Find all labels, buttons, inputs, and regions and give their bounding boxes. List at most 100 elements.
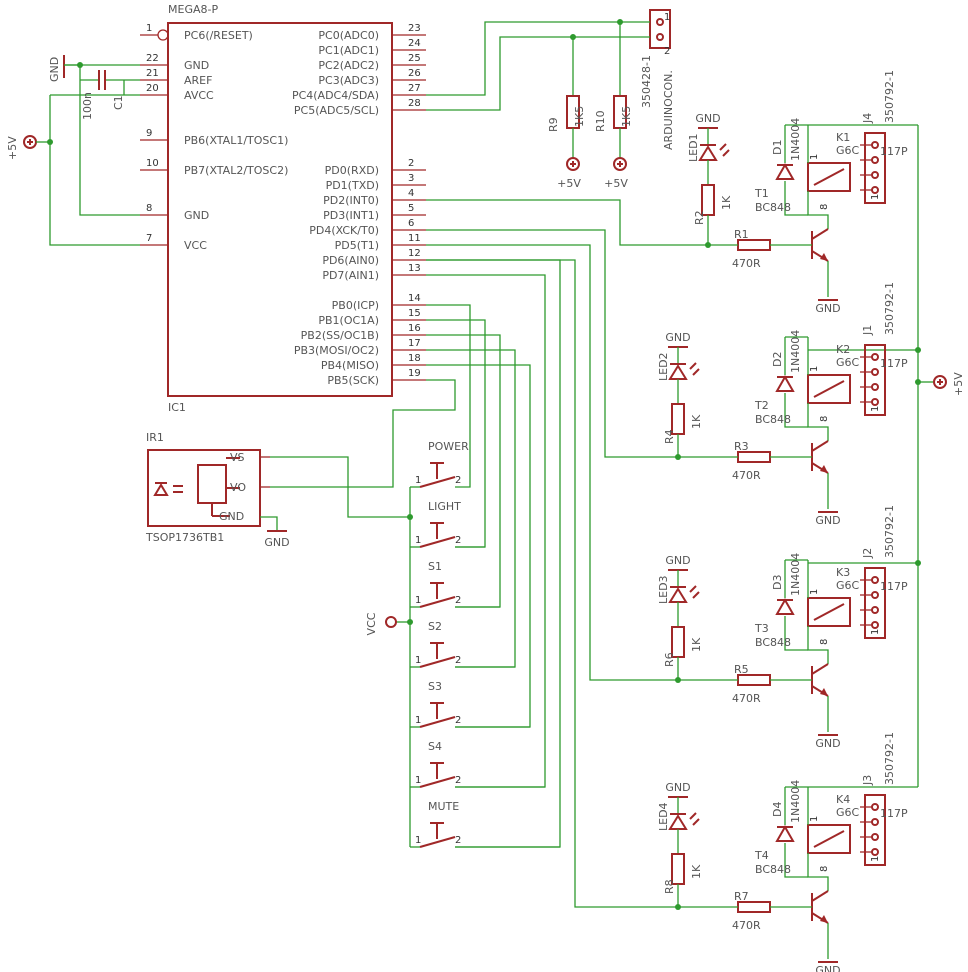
resistor-ref: R5 xyxy=(734,663,749,676)
resistor-body xyxy=(737,674,771,686)
pin-name: PB1(OC1A) xyxy=(318,314,379,327)
ic-ref: IC1 xyxy=(168,401,186,414)
pin-number: 2 xyxy=(455,715,461,726)
diode-ref: D3 xyxy=(771,575,784,590)
cap-ref: C1 xyxy=(112,95,125,110)
coil-pin: 8 xyxy=(819,204,830,210)
pin-name: AREF xyxy=(184,74,212,87)
pin-name: PB6(XTAL1/TOSC1) xyxy=(184,134,288,147)
gnd-label: GND xyxy=(815,514,840,527)
pin-number: 7 xyxy=(146,233,152,244)
pin-number: 25 xyxy=(408,53,421,64)
pin-number: 2 xyxy=(455,595,461,606)
pin-number: 12 xyxy=(408,248,421,259)
supply-symbol xyxy=(613,157,627,171)
resistor-value: 1K5 xyxy=(620,106,633,127)
pin-name: GND xyxy=(184,209,209,222)
resistor-ref: R10 xyxy=(594,110,607,132)
switch-label: S2 xyxy=(428,620,442,633)
coil-pin: 1 xyxy=(809,816,820,822)
diode-value: 1N4004 xyxy=(789,553,802,596)
diode-D3: D3 1N4004 xyxy=(771,553,808,651)
gnd-label: GND xyxy=(264,536,289,549)
pin-number: 1 xyxy=(664,12,670,23)
pin-number: 20 xyxy=(146,83,159,94)
junction-dot xyxy=(915,347,921,353)
gnd-label: GND xyxy=(695,112,720,125)
p5v-label: +5V xyxy=(6,136,19,160)
relay-ref: K2 xyxy=(836,343,850,356)
diode-value: 1N4004 xyxy=(789,780,802,823)
pin-number: 27 xyxy=(408,83,421,94)
transistor-ref: T3 xyxy=(754,622,769,635)
gnd-label: GND xyxy=(815,302,840,315)
pin-name: PD7(AIN1) xyxy=(322,269,379,282)
pin-number: 1 xyxy=(870,406,881,412)
relay-value: G6C xyxy=(836,356,860,369)
pin-name: PD1(TXD) xyxy=(326,179,379,192)
pin-number: 1 xyxy=(870,856,881,862)
supply-symbol xyxy=(933,375,947,389)
pin-name: PB3(MOSI/OC2) xyxy=(294,344,379,357)
relay-value: G6C xyxy=(836,579,860,592)
junction-dot xyxy=(47,139,53,145)
transistor-value: BC848 xyxy=(755,201,791,214)
resistor-value: 470R xyxy=(732,469,761,482)
resistor-value: 1K xyxy=(690,414,703,429)
resistor-value: 1K xyxy=(690,864,703,879)
pin-number: 28 xyxy=(408,98,421,109)
jack-value: 350792-1 xyxy=(883,70,896,123)
pin-name: PC4(ADC4/SDA) xyxy=(292,89,379,102)
connector-value: 350428-1 xyxy=(640,55,653,108)
led-ref: LED3 xyxy=(657,575,670,604)
pin-name: PB0(ICP) xyxy=(332,299,379,312)
pin-number: 2 xyxy=(455,535,461,546)
pin-number: 2 xyxy=(664,46,670,57)
pin-name: PD4(XCK/T0) xyxy=(309,224,379,237)
base-resistor-R5: R5 470R xyxy=(732,663,812,705)
transistor-value: BC848 xyxy=(755,636,791,649)
junction-dot xyxy=(77,62,83,68)
gnd-label: GND xyxy=(665,781,690,794)
resistor-value: 470R xyxy=(732,692,761,705)
pin-name: PC3(ADC3) xyxy=(318,74,379,87)
jack-ref: J4 xyxy=(861,113,874,124)
pin-number: 2 xyxy=(455,655,461,666)
pin-name: PB2(SS/OC1B) xyxy=(301,329,379,342)
pin-number: 2 xyxy=(455,835,461,846)
supply-symbol xyxy=(566,157,580,171)
jack-pin: 117P xyxy=(880,580,908,593)
diode-value: 1N4004 xyxy=(789,118,802,161)
pin-name: PD3(INT1) xyxy=(323,209,379,222)
gnd-label: GND xyxy=(48,57,61,82)
transistor-ref: T1 xyxy=(754,187,769,200)
pin-name: PC6(/RESET) xyxy=(184,29,253,42)
